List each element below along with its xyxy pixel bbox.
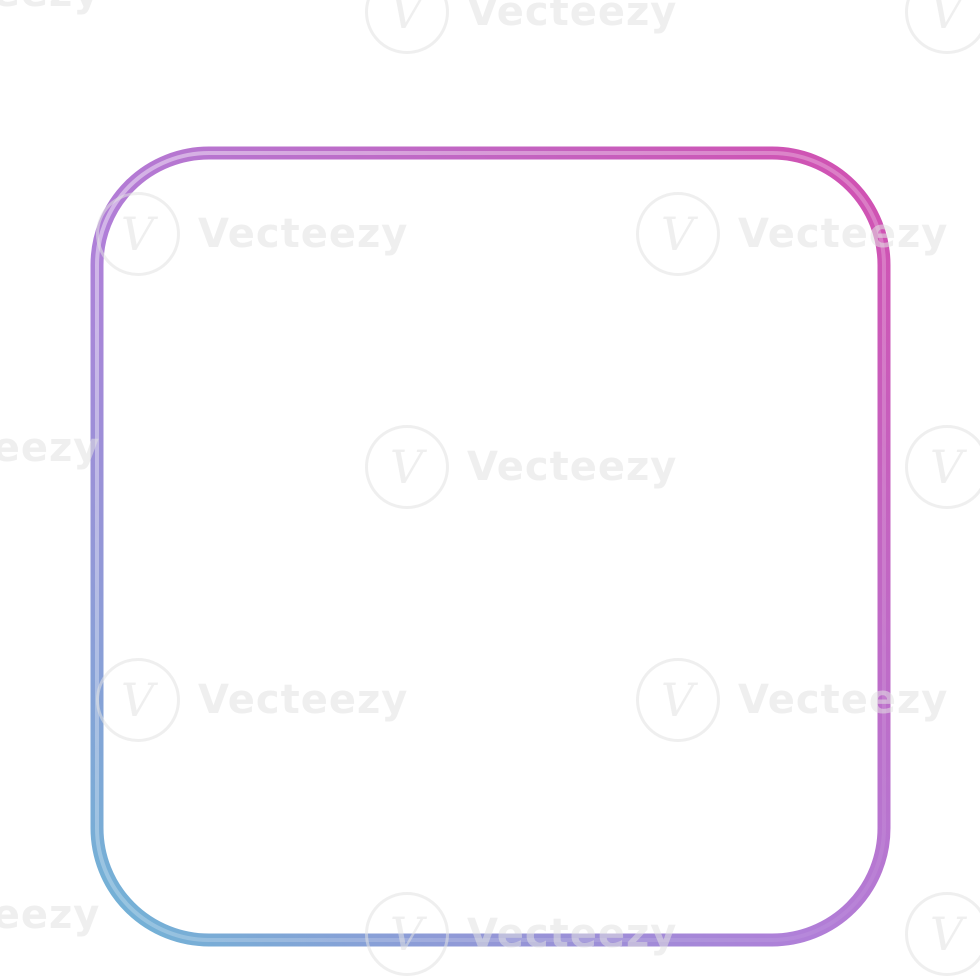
frame-highlight [95,151,886,942]
frame-stroke [90,146,891,947]
